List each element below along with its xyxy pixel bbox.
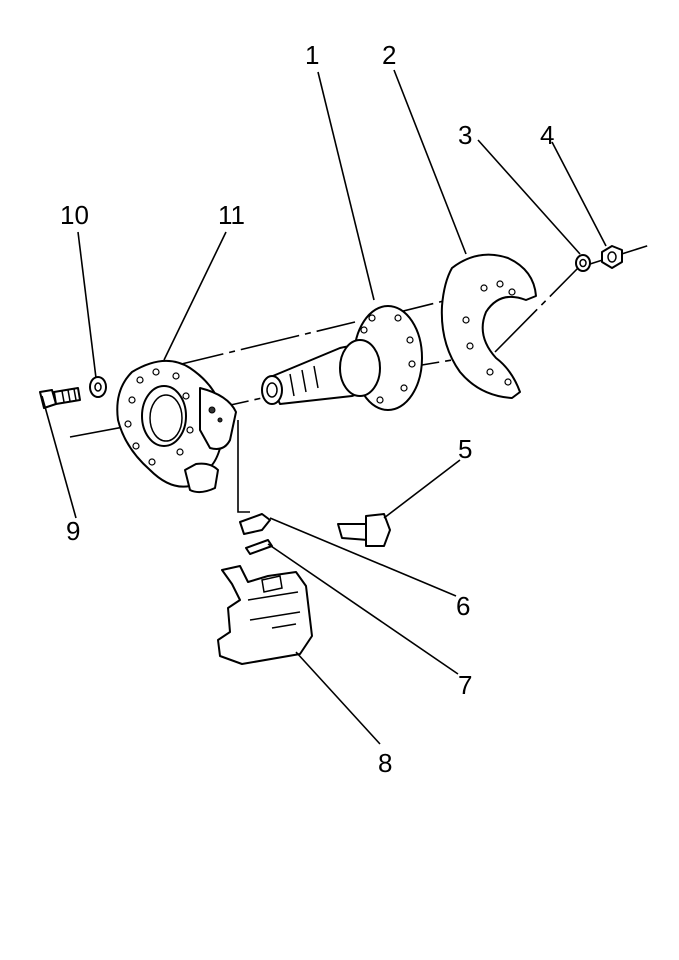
- callout-8: 8: [378, 748, 392, 778]
- leader-5: [383, 459, 461, 519]
- leader-6: [269, 517, 457, 597]
- bolt-5: [337, 513, 391, 547]
- callout-3: 3: [458, 120, 472, 150]
- leader-9: [41, 395, 77, 519]
- callout-5: 5: [458, 434, 472, 464]
- caliper: [217, 565, 313, 665]
- callout-11: 11: [218, 200, 245, 230]
- callout-7: 7: [458, 670, 472, 700]
- leader-3: [477, 139, 581, 255]
- spindle: [261, 305, 423, 411]
- washer-3: [575, 254, 591, 272]
- callout-1: 1: [305, 40, 319, 70]
- nut-4: [601, 245, 623, 269]
- anchor-plate: [116, 359, 237, 494]
- caliper-alignment-line: [237, 420, 250, 513]
- leader-2: [393, 69, 467, 255]
- retainer-6: [239, 513, 271, 535]
- splash-shield: [440, 253, 537, 399]
- leader-8: [295, 651, 381, 745]
- callout-2: 2: [382, 40, 396, 70]
- callout-6: 6: [456, 591, 470, 621]
- callout-10: 10: [60, 200, 89, 230]
- callout-9: 9: [66, 516, 80, 546]
- callout-4: 4: [540, 120, 554, 150]
- washer-10: [89, 376, 107, 398]
- leader-7: [267, 543, 459, 675]
- leader-4: [551, 141, 607, 247]
- leader-1: [317, 71, 375, 301]
- bolt-9: [39, 387, 81, 409]
- leader-10: [77, 231, 97, 379]
- pin-7: [245, 539, 273, 555]
- leader-11: [163, 231, 227, 361]
